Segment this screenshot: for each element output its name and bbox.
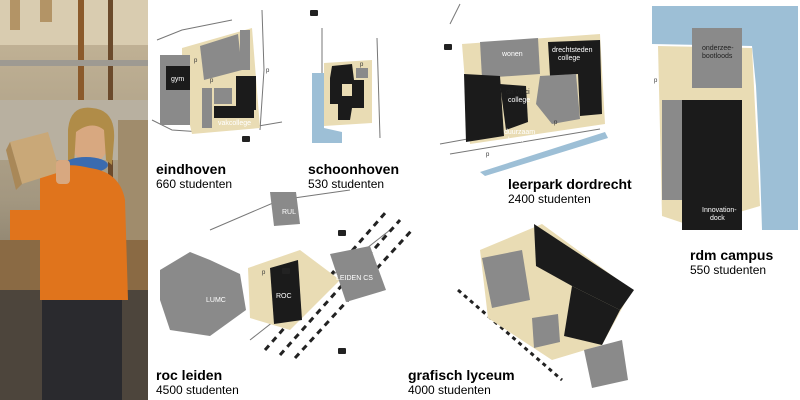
existing-building (240, 30, 250, 70)
courtyard (342, 84, 352, 96)
parking-label: p (486, 152, 490, 158)
label-dock: dock (710, 215, 725, 222)
map-rdm-campus: onderzee- bootloods Innovation- dock p (652, 6, 798, 230)
water-harbour (652, 6, 798, 230)
parking-label: p (554, 120, 558, 126)
existing-building (356, 68, 368, 78)
parking-label: p (654, 78, 658, 84)
existing-building (662, 100, 682, 200)
new-building (564, 286, 620, 345)
student-count: 4000 studenten (408, 383, 491, 397)
label-innovation: Innovation- (702, 207, 737, 214)
railway-track (457, 288, 563, 382)
existing-building (160, 252, 246, 336)
new-building (548, 40, 602, 116)
label-da-vinci: da vinci (506, 89, 530, 96)
caption-grafisch-lyceum: grafisch lyceum 4000 studenten (408, 368, 515, 396)
railway-track (278, 219, 402, 356)
existing-building (584, 340, 628, 388)
parking-label: p (194, 58, 198, 64)
label-leiden-cs: LEIDEN CS (336, 275, 373, 282)
parking-label: p (210, 78, 214, 84)
new-building (682, 100, 742, 230)
label-roc: ROC (276, 293, 292, 300)
new-building (270, 260, 302, 324)
existing-building (270, 192, 300, 226)
new-building (534, 224, 634, 310)
label-vakcollege: vakcollege (218, 120, 251, 127)
bus-icon (338, 348, 346, 354)
campus-name: schoonhoven (308, 161, 400, 177)
caption-eindhoven: eindhoven 660 studenten (156, 162, 232, 190)
map-eindhoven: gym vakcollege p p p (151, 9, 283, 150)
existing-building (536, 74, 580, 124)
label-gym: gym (171, 76, 184, 83)
label-wonen: wonen (501, 51, 523, 58)
bus-icon (242, 136, 250, 142)
existing-building (482, 250, 530, 308)
existing-building (532, 314, 560, 348)
map-roc-leiden: RUL LUMC ROC LEIDEN CS p (150, 189, 414, 360)
existing-building (200, 34, 242, 80)
label-lumc: LUMC (206, 297, 226, 304)
student-count: 4500 studenten (156, 383, 239, 397)
map-schoonhoven: p (302, 8, 402, 153)
caption-schoonhoven: schoonhoven 530 studenten (308, 162, 399, 190)
parking-label: p (360, 62, 364, 68)
bus-icon (444, 44, 452, 50)
caption-rdm-campus: rdm campus 550 studenten (690, 248, 773, 276)
existing-building (692, 28, 742, 88)
label-da-vinci-college: college (508, 97, 530, 104)
label-drechtsteden: drechtsteden (552, 47, 593, 54)
new-building (500, 84, 528, 130)
water-canal (312, 73, 342, 143)
bus-icon (282, 268, 290, 274)
existing-building (202, 88, 212, 128)
existing-building (330, 246, 386, 302)
new-building (214, 106, 254, 118)
parking-label: p (266, 68, 270, 74)
label-bootloods: bootloods (702, 53, 733, 60)
water-canal (480, 132, 608, 176)
bus-icon (310, 10, 318, 16)
student-count: 530 studenten (308, 177, 385, 191)
new-building (464, 74, 504, 142)
person-holding-box-photo-icon (0, 0, 148, 400)
railway-track (293, 228, 414, 360)
map-leerpark-dordrecht: wonen drechtsteden college da vinci coll… (439, 3, 610, 176)
student-count: 2400 studenten (508, 192, 591, 206)
label-duurzaam: duurzaam (504, 129, 535, 136)
new-building (214, 88, 232, 104)
bus-icon (338, 230, 346, 236)
parking-label: p (262, 270, 266, 276)
caption-roc-leiden: roc leiden 4500 studenten (156, 368, 239, 396)
student-count: 550 studenten (690, 263, 767, 277)
campus-name: eindhoven (156, 161, 227, 177)
existing-building (480, 38, 540, 78)
new-building (236, 76, 256, 110)
label-rul: RUL (282, 209, 296, 216)
student-count: 660 studenten (156, 177, 233, 191)
label-college: college (558, 55, 580, 62)
label-onderzee: onderzee- (702, 45, 734, 52)
caption-leerpark-dordrecht: leerpark dordrecht 2400 studenten (508, 177, 632, 205)
campus-name: rdm campus (690, 247, 774, 263)
campus-name: leerpark dordrecht (508, 176, 632, 192)
map-grafisch-lyceum (452, 210, 648, 388)
campus-name: grafisch lyceum (408, 367, 515, 383)
label-leren: leren (508, 137, 524, 144)
photo-person-holding-box (0, 0, 148, 400)
campus-name: roc leiden (156, 367, 223, 383)
gym-building (166, 66, 190, 90)
